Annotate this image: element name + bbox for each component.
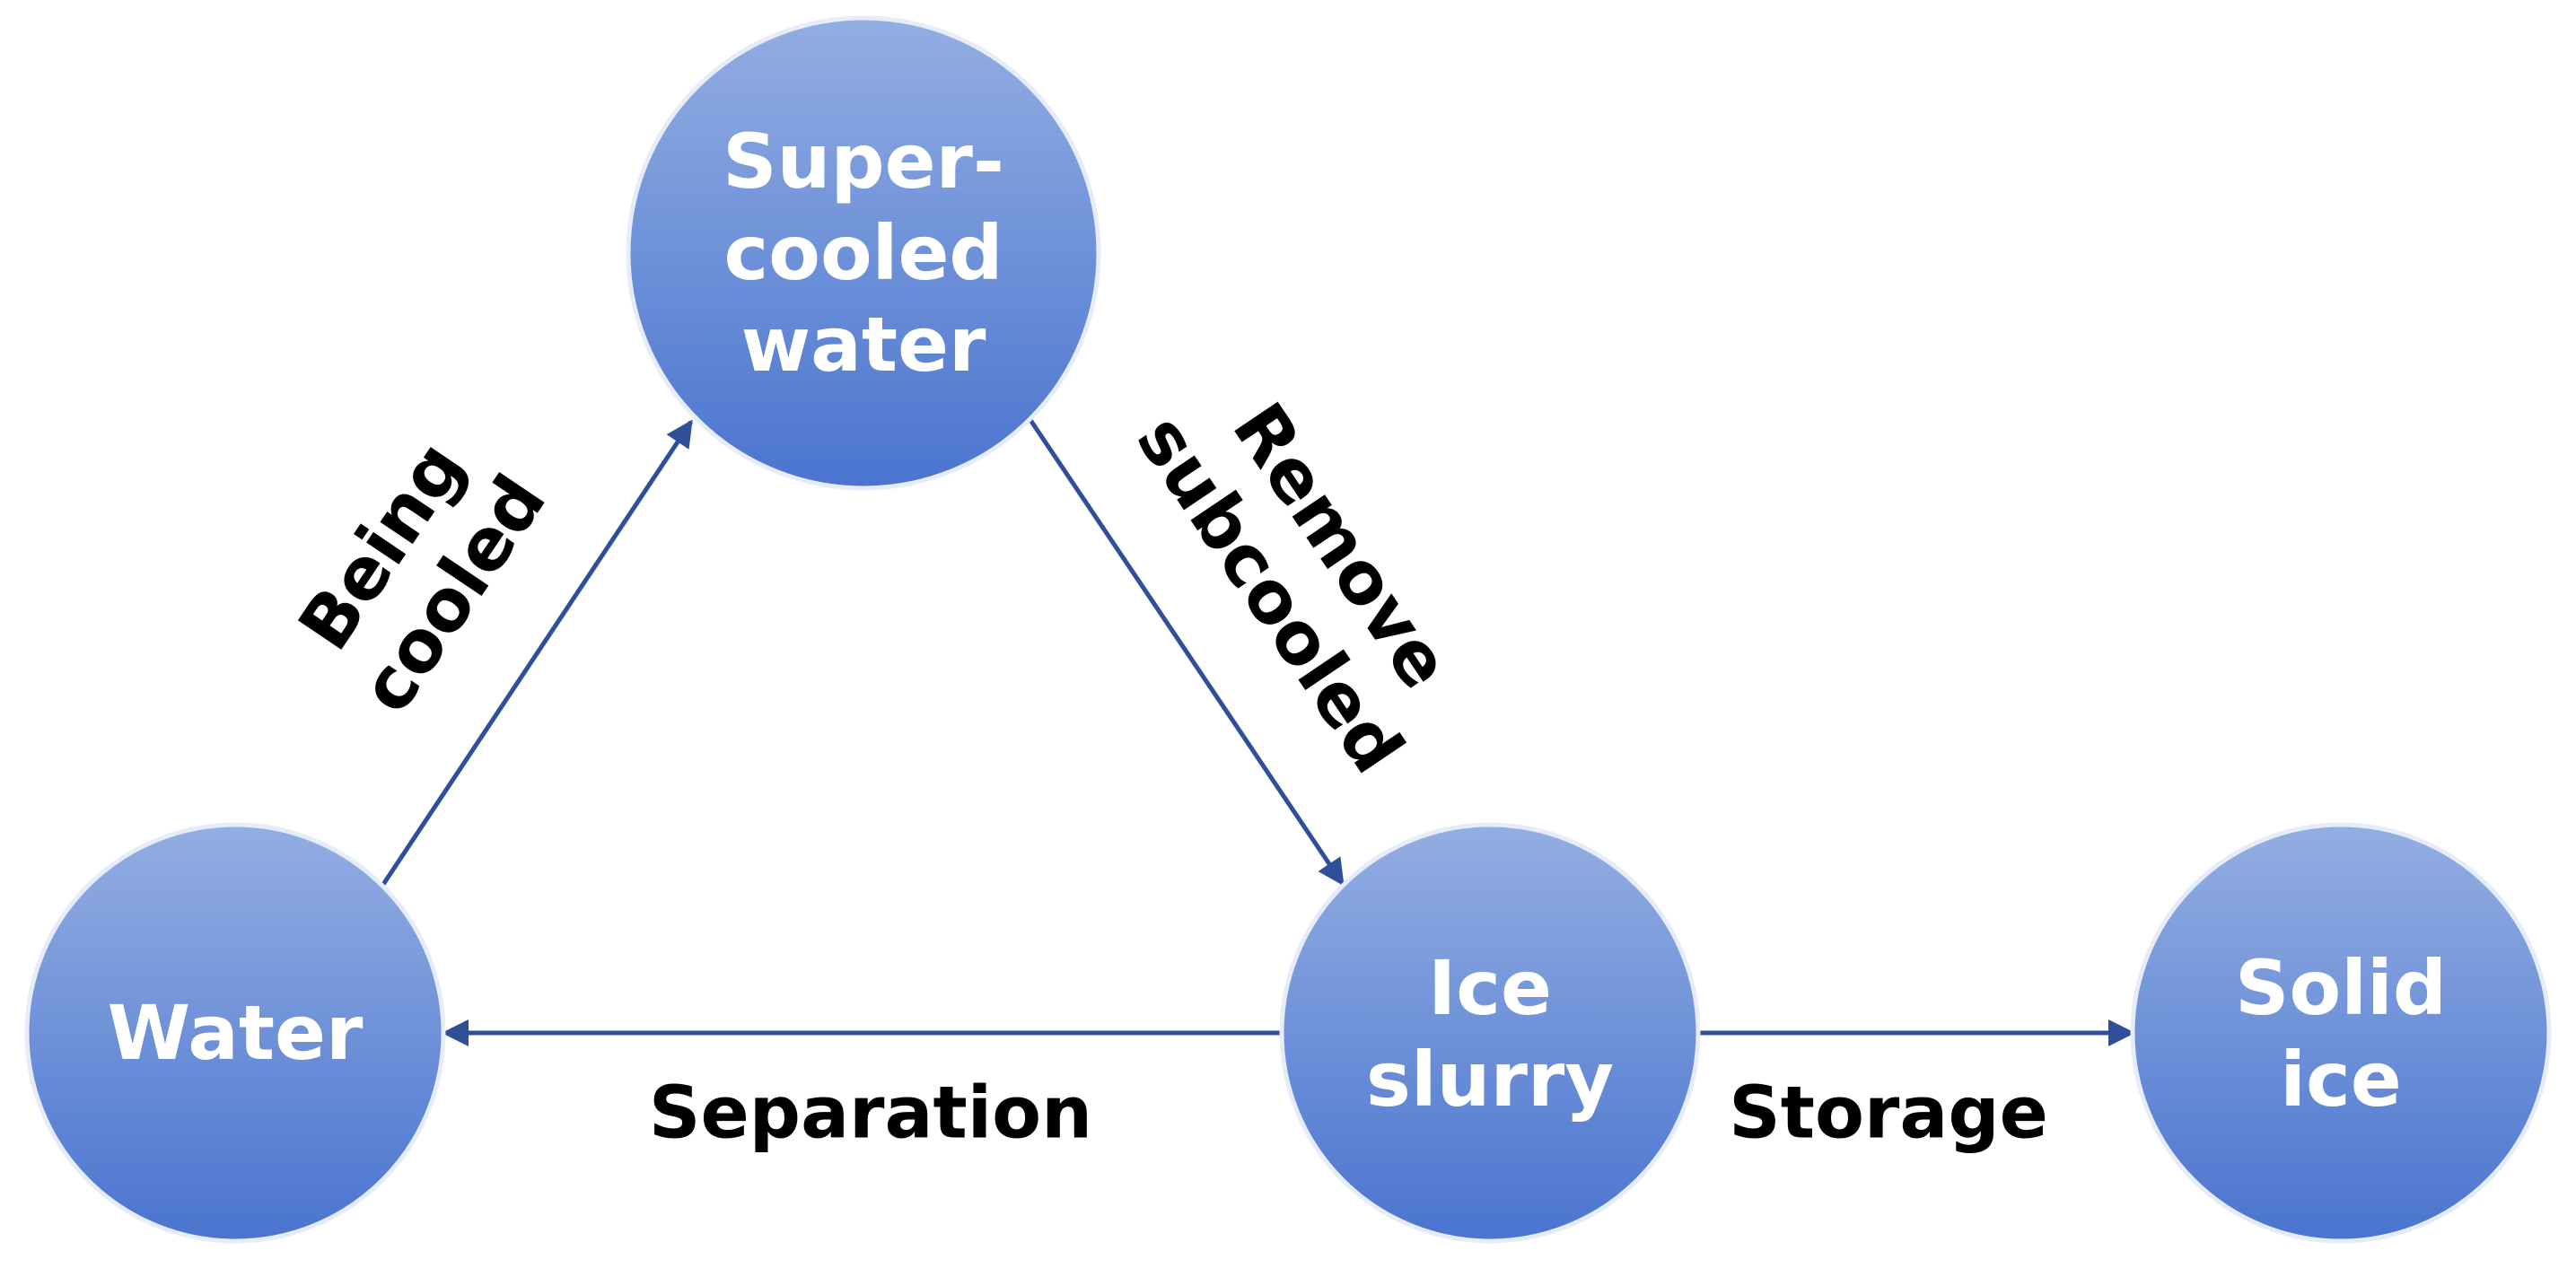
arrow-being-cooled [378,419,694,890]
node-water: Water [24,822,446,1244]
label-remove-subcooled: Remove subcooled [1121,389,1468,788]
node-water-label: Water [108,989,364,1077]
node-supercooled-water-line-2: cooled [723,209,1003,297]
node-solid-ice: Solid ice [2130,822,2552,1244]
label-storage: Storage [1729,1071,2048,1155]
node-ice-slurry-line-1: Ice [1428,944,1552,1032]
node-ice-slurry: Ice slurry [1279,822,1701,1244]
node-supercooled-water-line-3: water [741,301,986,389]
arrow-remove-subcooled [1028,418,1345,887]
node-ice-slurry-line-2: slurry [1366,1036,1614,1124]
node-supercooled-water: Super- cooled water [626,15,1101,491]
node-supercooled-water-line-1: Super- [723,118,1004,206]
node-solid-ice-line-1: Solid [2235,944,2447,1032]
node-solid-ice-line-2: ice [2280,1036,2402,1124]
label-separation: Separation [649,1071,1092,1155]
